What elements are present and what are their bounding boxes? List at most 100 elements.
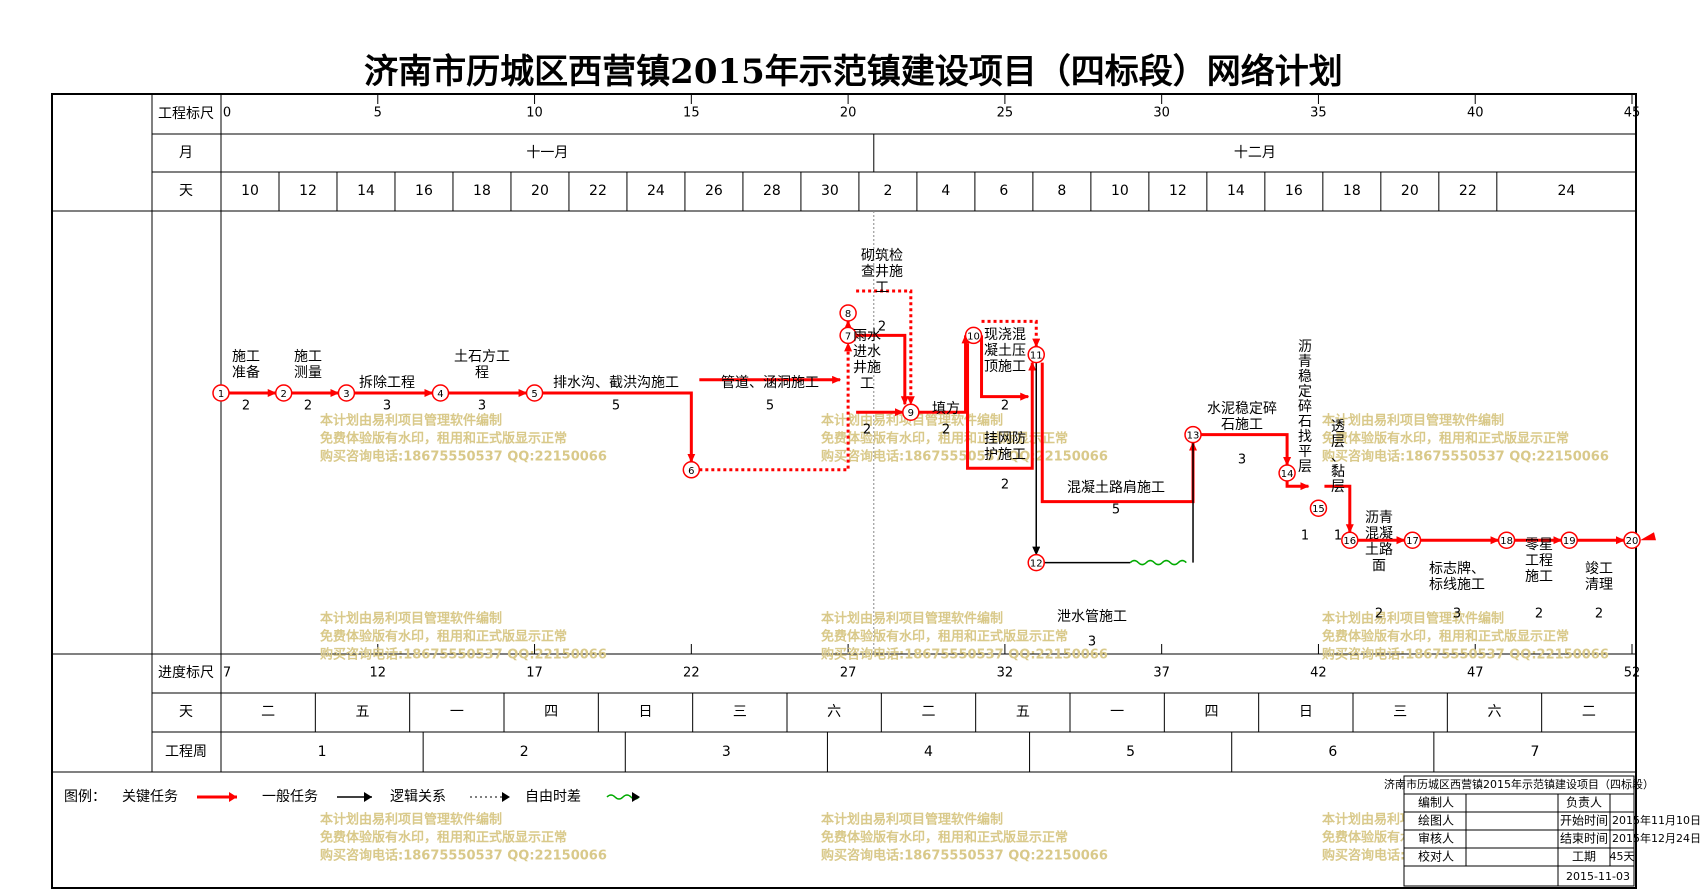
weekday-cell: 四 [544, 704, 558, 720]
node-circle [525, 384, 544, 402]
weekday-cell: 五 [1016, 704, 1030, 720]
progress-tick-label: 27 [840, 666, 857, 681]
node-circle [1184, 425, 1202, 444]
task-name: 施工 [232, 349, 260, 365]
task-name: 土石方工 [454, 349, 510, 365]
task-name: 土路 [1365, 542, 1393, 558]
day-cell: 12 [1169, 183, 1187, 199]
free-float-path [856, 289, 915, 406]
progress-tick-label: 52 [1624, 666, 1641, 681]
day-cell: 24 [1557, 183, 1575, 199]
weekday-cell: 三 [733, 704, 747, 720]
node-circle [964, 326, 983, 345]
info-duration-label: 工期 [1572, 850, 1596, 864]
node-circle [1309, 499, 1328, 517]
weekday-cell: 一 [450, 704, 464, 720]
critical-arrow [856, 333, 909, 406]
node-circle [1341, 531, 1359, 549]
task-duration: 2 [863, 423, 871, 438]
task-name: 标线施工 [1429, 577, 1485, 593]
task-name: 顶施工 [984, 359, 1026, 375]
watermark-text: 免费体验版有水印，租用和正式版显示正常 [320, 830, 567, 846]
watermark-text: 免费体验版有水印，租用和正式版显示正常 [1322, 629, 1569, 645]
info-end-value: 2015年12月24日 [1612, 831, 1701, 845]
node-circle [902, 403, 920, 421]
task-duration: 3 [1238, 453, 1246, 468]
task-name: 沥 [1298, 339, 1312, 355]
watermark-text: 购买咨询电话:18675550537 QQ:22150066 [320, 848, 607, 864]
info-owner-label: 负责人 [1566, 796, 1602, 810]
task-duration: 2 [304, 399, 312, 414]
day-cell: 14 [1227, 183, 1245, 199]
weekday-cell: 六 [1488, 704, 1502, 720]
node-circle [839, 304, 857, 322]
task-duration: 2 [242, 399, 250, 414]
day-cell: 28 [763, 183, 781, 199]
info-start-value: 2015年11月10日 [1612, 813, 1701, 827]
info-date: 2015-11-03 [1566, 870, 1630, 883]
task-duration: 5 [612, 399, 620, 414]
node-circle [1278, 464, 1296, 482]
node-id: 13 [1187, 431, 1200, 442]
task-name: 混凝土路肩施工 [1067, 480, 1165, 496]
scale-tick-label: 0 [223, 106, 231, 121]
page-title: 济南市历城区西营镇2015年示范镇建设项目（四标段）网络计划 [364, 52, 1343, 92]
task-name: 砌筑检 [861, 248, 903, 264]
node-id: 10 [967, 331, 980, 342]
watermark-text: 免费体验版有水印，租用和正式版显示正常 [821, 830, 1068, 846]
scale-tick-label: 20 [840, 106, 857, 121]
node-id: 1 [218, 389, 224, 400]
day-cell: 16 [415, 183, 433, 199]
legend-item-label: 逻辑关系 [390, 789, 446, 805]
day-label: 天 [179, 183, 193, 199]
day-cell: 14 [357, 183, 375, 199]
task-name: 平 [1298, 444, 1312, 460]
task-name: 找 [1298, 429, 1312, 445]
task-name: 竣工 [1585, 561, 1613, 577]
task-name: 青 [1298, 354, 1312, 370]
watermark-text: 免费体验版有水印，租用和正式版显示正常 [320, 431, 567, 447]
task-name: 层 [1298, 459, 1312, 475]
node-circle [1623, 531, 1641, 549]
task-name: 护施工 [984, 447, 1026, 463]
critical-arrow [966, 343, 1037, 470]
day-cell: 10 [241, 183, 259, 199]
node-circle [1027, 345, 1045, 364]
task-name: 施工 [294, 349, 322, 365]
week-cell: 3 [722, 744, 731, 760]
week-label: 工程周 [165, 744, 207, 760]
node-id: 14 [1281, 469, 1294, 480]
progress-tick-label: 17 [526, 666, 543, 681]
watermark-text: 购买咨询电话:18675550537 QQ:22150066 [320, 449, 607, 465]
watermark-text: 免费体验版有水印，租用和正式版显示正常 [1322, 431, 1569, 447]
watermark-text: 本计划由易利项目管理软件编制 [320, 611, 502, 627]
node-id: 2 [281, 389, 287, 400]
watermark-text: 购买咨询电话:18675550537 QQ:22150066 [320, 647, 607, 663]
node-circle [212, 384, 230, 402]
legend-prefix: 图例： [64, 789, 106, 805]
day-cell: 6 [999, 183, 1008, 199]
info-duration-value: 45天 [1610, 850, 1635, 863]
progress-tick-label: 47 [1467, 666, 1484, 681]
task-name: 石 [1298, 414, 1312, 430]
task-name: 标志牌、 [1429, 560, 1485, 577]
task-duration: 1 [1334, 529, 1342, 544]
task-duration: 2 [1535, 607, 1543, 622]
info-table-title: 济南市历城区西营镇2015年示范镇建设项目（四标段） [1384, 777, 1654, 791]
watermark-text: 本计划由易利项目管理软件编制 [1322, 413, 1504, 429]
weekday-cell: 一 [1110, 704, 1124, 720]
task-duration: 1 [1301, 529, 1309, 544]
progress-tick-label: 37 [1153, 666, 1170, 681]
legend-item-label: 自由时差 [525, 789, 581, 805]
weekday-cell: 五 [356, 704, 370, 720]
critical-arrow [1324, 484, 1354, 534]
critical-arrow [980, 335, 1030, 401]
node-id: 3 [343, 389, 349, 400]
weekday-cell: 日 [639, 704, 653, 720]
watermark-text: 购买咨询电话:18675550537 QQ:22150066 [1322, 449, 1609, 465]
task-duration: 5 [766, 399, 774, 414]
watermark-text: 本计划由易利项目管理软件编制 [320, 413, 502, 429]
task-name: 工 [875, 280, 889, 296]
weekday-cell: 四 [1205, 704, 1219, 720]
node-id: 7 [845, 331, 851, 342]
